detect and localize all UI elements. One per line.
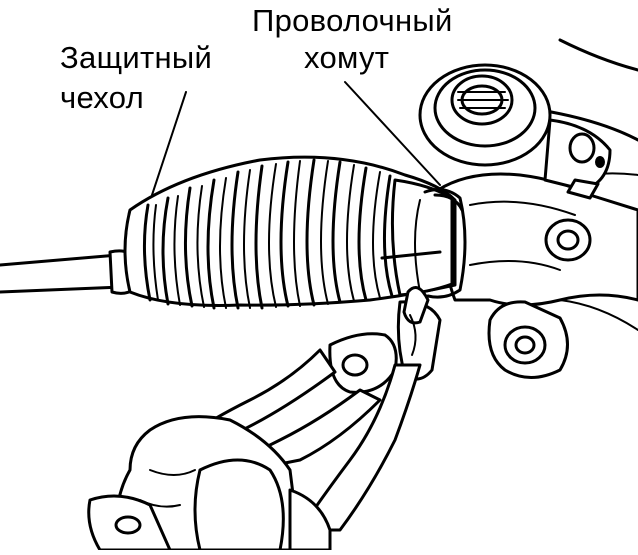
hand: [87, 415, 332, 552]
pinion-boss: [418, 63, 612, 200]
leader-lines: [151, 81, 441, 196]
clamp-label-line1: Проволочный: [252, 3, 453, 38]
clamp-label-line2: хомут: [304, 40, 390, 75]
boot-ribs: [142, 158, 394, 310]
protective-boot: [123, 155, 457, 310]
tie-rod: [0, 249, 138, 295]
boot-label-line1: Защитный: [60, 40, 213, 75]
mounting-bolts: [487, 218, 592, 379]
boot-label-line2: чехол: [60, 80, 145, 115]
wire-clamp: [414, 188, 467, 299]
